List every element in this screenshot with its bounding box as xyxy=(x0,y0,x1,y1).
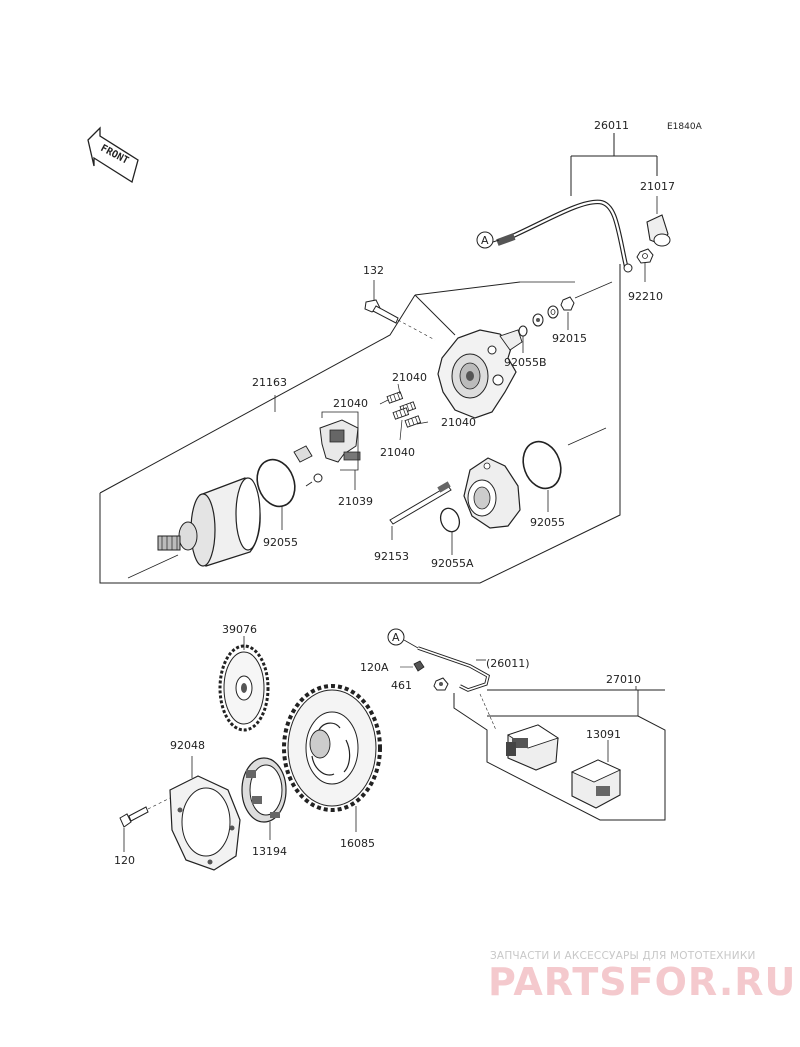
label-461: 461 xyxy=(391,679,412,692)
label-92015: 92015 xyxy=(552,332,587,345)
nut-461 xyxy=(434,678,448,690)
label-92055-left: 92055 xyxy=(263,536,298,549)
label-21040-right: 21040 xyxy=(441,416,476,429)
brush-springs xyxy=(380,384,428,440)
bolt-132 xyxy=(365,280,435,340)
label-13194: 13194 xyxy=(252,845,287,858)
o-ring-92055a xyxy=(437,506,462,555)
bolt-120a xyxy=(400,661,424,671)
marker-a-top: A xyxy=(477,232,493,248)
label-21040-top: 21040 xyxy=(392,371,427,384)
label-27010: 27010 xyxy=(606,673,641,686)
o-ring-92055-right xyxy=(517,436,567,512)
marker-a-bottom: A xyxy=(388,629,488,690)
washer-nut-92015 xyxy=(533,297,574,330)
label-21039: 21039 xyxy=(338,495,373,508)
starter-motor-body xyxy=(158,478,260,566)
brush-holder-21039 xyxy=(294,412,360,490)
label-92055-right: 92055 xyxy=(530,516,565,529)
diagram-code: E1840A xyxy=(667,122,703,132)
clutch-holder-92048 xyxy=(170,756,240,870)
starter-relay-27010 xyxy=(454,686,665,820)
starter-clutch-gear-16085 xyxy=(284,686,380,832)
label-21163: 21163 xyxy=(252,376,287,389)
label-13091: 13091 xyxy=(586,728,621,741)
label-26011-ref: (26011) xyxy=(486,657,530,670)
o-ring-92055-left xyxy=(251,454,301,530)
front-cover xyxy=(464,458,520,528)
end-cover xyxy=(438,330,522,418)
marker-a-label: A xyxy=(481,234,489,247)
label-21040-bottom: 21040 xyxy=(380,446,415,459)
front-direction-arrow: FRONT xyxy=(88,128,138,182)
label-92153: 92153 xyxy=(374,550,409,563)
label-16085: 16085 xyxy=(340,837,375,850)
o-ring-92055b xyxy=(519,326,527,353)
watermark-logo: PARTSFOR.RU xyxy=(488,960,797,1004)
relay-cover-13091 xyxy=(572,740,620,808)
one-way-clutch-13194 xyxy=(242,758,286,840)
label-21040-left: 21040 xyxy=(333,397,368,410)
marker-a-bottom-label: A xyxy=(392,631,400,644)
through-bolt-92153 xyxy=(390,481,451,540)
watermark-tagline: ЗАПЧАСТИ И АКСЕССУАРЫ ДЛЯ МОТОТЕХНИКИ xyxy=(490,950,756,962)
label-92210: 92210 xyxy=(628,290,663,303)
label-120: 120 xyxy=(114,854,135,867)
label-39076: 39076 xyxy=(222,623,257,636)
starter-assembly-outline xyxy=(100,264,620,583)
label-26011: 26011 xyxy=(594,119,629,132)
label-120a: 120A xyxy=(360,661,389,674)
label-92055a: 92055A xyxy=(431,557,474,570)
battery-cable-group xyxy=(493,133,670,282)
label-92055b-upper: 92055B xyxy=(504,356,547,369)
idle-gear-39076 xyxy=(220,636,268,730)
label-21017: 21017 xyxy=(640,180,675,193)
label-92048: 92048 xyxy=(170,739,205,752)
label-132: 132 xyxy=(363,264,384,277)
bolt-120 xyxy=(120,798,170,852)
